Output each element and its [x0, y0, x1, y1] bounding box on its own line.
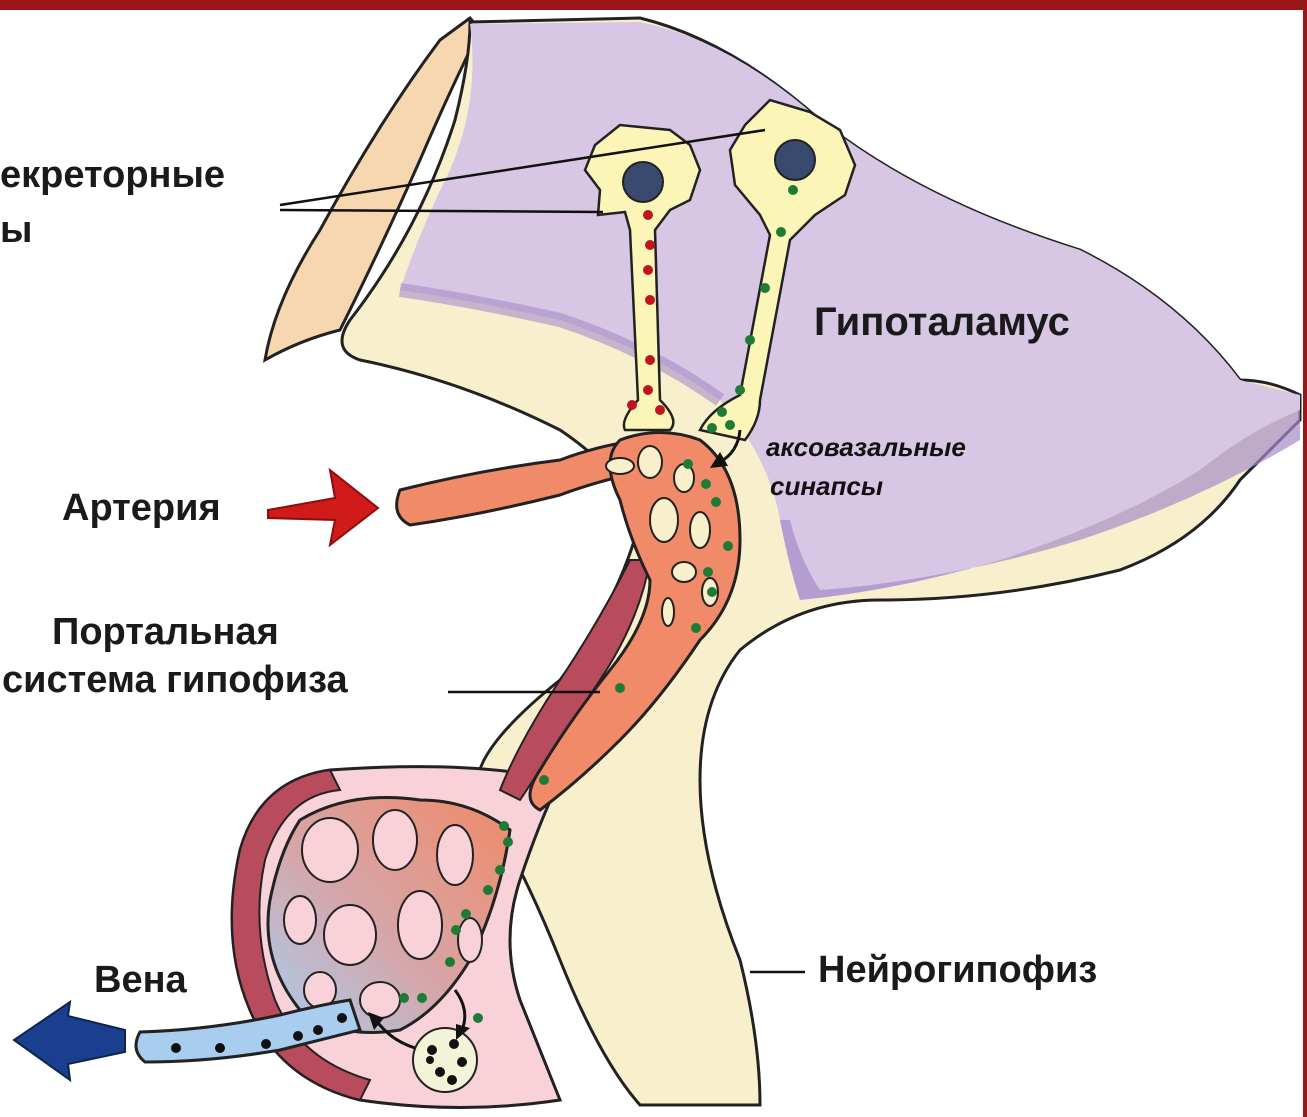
right-frame-bar — [1303, 0, 1307, 1117]
top-frame-bar — [0, 0, 1307, 10]
vein-arrow-icon — [14, 1002, 125, 1080]
granule-cluster — [413, 1028, 477, 1092]
label-portal-line2: система гипофиза — [2, 660, 348, 702]
label-neurosecretory-line2: ы — [0, 210, 32, 252]
label-neurosecretory-line1: екреторные — [0, 155, 225, 197]
label-vein: Вена — [94, 960, 187, 1002]
label-axovasal-line2: синапсы — [770, 472, 883, 501]
label-axovasal-line1: аксовазальные — [766, 433, 966, 462]
label-neurohypophysis: Нейрогипофиз — [818, 950, 1097, 992]
artery-arrow-icon — [268, 470, 378, 545]
label-artery: Артерия — [62, 488, 221, 530]
label-portal-line1: Портальная — [52, 612, 279, 654]
label-hypothalamus: Гипоталамус — [814, 300, 1070, 344]
